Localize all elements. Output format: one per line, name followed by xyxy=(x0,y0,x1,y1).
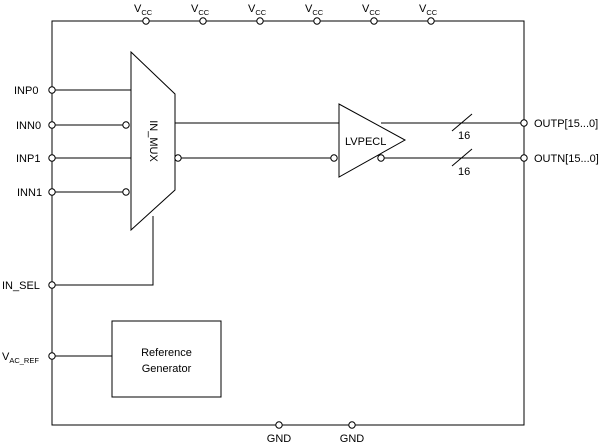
label-gnd-2: GND xyxy=(340,433,365,444)
vcc-label-1: VCC xyxy=(134,3,153,17)
vcc-pin-2: VCC xyxy=(191,3,210,25)
in-mux-label: IN_MUX xyxy=(147,120,159,162)
lvpecl-buffer: LVPECL xyxy=(338,103,407,178)
buffer-input-bubble xyxy=(330,154,338,162)
label-inn1: INN1 xyxy=(17,187,42,199)
label-outp: OUTP[15...0] xyxy=(534,118,598,130)
label-gnd-1: GND xyxy=(267,433,292,444)
pin-inn0 xyxy=(48,121,56,129)
label-outn: OUTN[15...0] xyxy=(534,153,599,165)
buffer-output-bubble xyxy=(377,154,385,162)
lvpecl-label: LVPECL xyxy=(345,136,386,148)
bus-slash-outn xyxy=(451,148,473,167)
vcc-pin-6: VCC xyxy=(419,3,438,25)
label-inn0: INN0 xyxy=(16,120,41,132)
vcc-pin-4: VCC xyxy=(305,3,324,25)
pin-inp1 xyxy=(48,154,56,162)
vcc-pins: VCC VCC VCC VCC VCC VCC xyxy=(134,3,438,25)
reference-generator-line2: Generator xyxy=(142,363,192,375)
vcc-label-6: VCC xyxy=(419,3,438,17)
inversion-bubble-inn1 xyxy=(122,188,130,196)
mux-output-bubble xyxy=(174,154,182,162)
lvpecl-buffer-shape xyxy=(338,103,407,178)
in-mux: IN_MUX xyxy=(130,50,176,232)
vcc-label-4: VCC xyxy=(305,3,324,17)
pin-outp xyxy=(520,119,528,127)
input-pins: INP0 INN0 INP1 INN1 IN_SEL VAC_REF xyxy=(2,85,154,365)
label-inp1: INP1 xyxy=(16,153,40,165)
pin-gnd-2 xyxy=(348,421,356,429)
pin-in-sel xyxy=(48,281,56,289)
wire-in-sel xyxy=(55,216,154,286)
pin-gnd-1 xyxy=(275,421,283,429)
inversion-bubble-inn0 xyxy=(122,121,130,129)
bus-slash-outp xyxy=(451,113,473,132)
reference-generator-box xyxy=(111,320,222,398)
vcc-label-3: VCC xyxy=(248,3,267,17)
pin-inn1 xyxy=(48,188,56,196)
gnd-pins: GND GND xyxy=(267,421,365,444)
pin-outn xyxy=(520,154,528,162)
vcc-label-5: VCC xyxy=(362,3,381,17)
bus-width-outp: 16 xyxy=(458,130,470,142)
reference-generator: Reference Generator xyxy=(111,320,222,398)
vcc-label-2: VCC xyxy=(191,3,210,17)
vcc-pin-5: VCC xyxy=(362,3,381,25)
reference-generator-line1: Reference xyxy=(141,347,192,359)
label-vac-ref: VAC_REF xyxy=(2,351,39,365)
label-inp0: INP0 xyxy=(14,85,38,97)
vcc-pin-3: VCC xyxy=(248,3,267,25)
chip-outline xyxy=(51,20,525,426)
vcc-pin-1: VCC xyxy=(134,3,153,25)
bus-width-outn: 16 xyxy=(458,166,470,178)
in-mux-shape xyxy=(130,50,176,232)
label-in-sel: IN_SEL xyxy=(2,280,40,292)
pin-inp0 xyxy=(48,86,56,94)
pin-vac-ref xyxy=(48,352,56,360)
